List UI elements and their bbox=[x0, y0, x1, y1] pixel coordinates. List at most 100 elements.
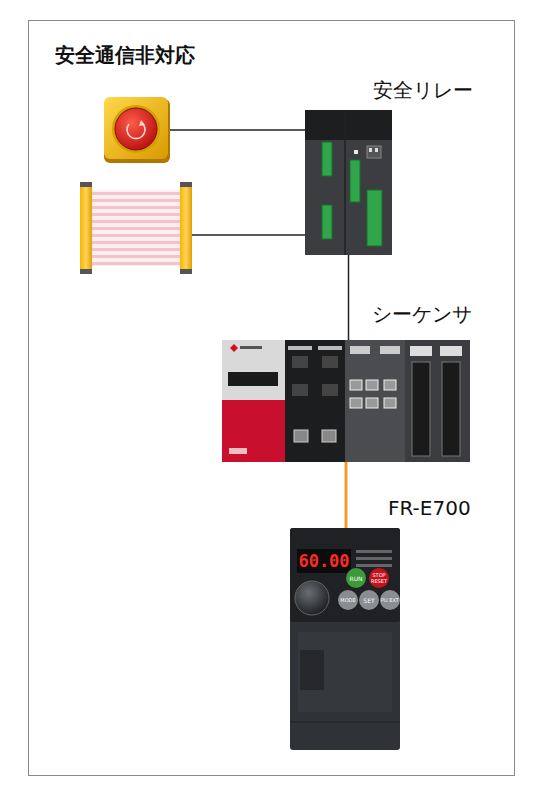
plc-box: シーケンサ bbox=[222, 340, 470, 462]
safety-relay-module bbox=[305, 110, 392, 255]
plc-unit-part bbox=[294, 430, 308, 442]
connection-line bbox=[348, 255, 350, 340]
safety-relay-module-part bbox=[350, 160, 360, 202]
plc-unit-part bbox=[322, 430, 336, 442]
plc-unit-part bbox=[322, 356, 338, 368]
light-curtain-part bbox=[180, 269, 192, 274]
emergency-stop-button-part bbox=[112, 105, 160, 153]
safety-relay-module-part bbox=[367, 146, 381, 158]
display-readout: 60.00 bbox=[297, 549, 351, 573]
light-curtain-part bbox=[92, 248, 180, 251]
light-curtain-part bbox=[92, 255, 180, 258]
light-curtain-part bbox=[92, 213, 180, 216]
plc-unit-part bbox=[384, 380, 396, 390]
safety-relay-module-part bbox=[322, 205, 332, 239]
light-curtain-part bbox=[92, 199, 180, 202]
button-label: PU EXT bbox=[380, 590, 400, 610]
connection-line bbox=[345, 462, 348, 528]
plc-unit-part bbox=[222, 340, 470, 462]
light-curtain-part bbox=[92, 234, 180, 237]
plc-unit-part bbox=[384, 398, 396, 408]
plc-unit-part bbox=[322, 384, 338, 396]
plc-unit-part bbox=[229, 448, 247, 454]
emergency-stop-button-part bbox=[127, 124, 145, 139]
inverter-body bbox=[290, 528, 400, 750]
plc-unit-part bbox=[442, 362, 460, 456]
inverter-body-part bbox=[297, 549, 351, 573]
safety-relay-module-part bbox=[305, 110, 392, 140]
button-label: MODE bbox=[338, 590, 358, 610]
light-curtain-part bbox=[80, 182, 92, 274]
light-curtain-part bbox=[92, 227, 180, 230]
plc-unit-part bbox=[230, 344, 238, 352]
safety-relay-module-part bbox=[354, 150, 358, 154]
light-curtain-part bbox=[180, 182, 192, 274]
inverter-body-part bbox=[356, 564, 392, 567]
device-label: FR-E700 bbox=[388, 496, 471, 520]
frame-border-part bbox=[29, 21, 515, 776]
button-label: SET bbox=[359, 590, 379, 610]
wire-part bbox=[168, 129, 305, 131]
inverter-body-part bbox=[300, 650, 324, 690]
inverter-body-part bbox=[338, 590, 358, 610]
plc-unit-part bbox=[345, 340, 405, 462]
inverter-body-part bbox=[295, 581, 329, 615]
emergency-stop-button-part bbox=[139, 120, 145, 126]
light-curtain-part bbox=[80, 269, 92, 274]
inverter-body-part bbox=[290, 528, 400, 750]
emergency-stop-button-part bbox=[115, 108, 157, 150]
safety-relay-module-part bbox=[344, 110, 346, 255]
plc-unit-part bbox=[366, 398, 378, 408]
inverter-body-part bbox=[290, 528, 400, 622]
light-curtain-part bbox=[92, 241, 180, 244]
inverter-body-part bbox=[380, 590, 400, 610]
plc-unit-part bbox=[222, 400, 285, 462]
plc-unit-part bbox=[366, 380, 378, 390]
light-curtain-part bbox=[80, 182, 92, 187]
inverter-body-part bbox=[298, 632, 392, 712]
plc-unit-part bbox=[292, 356, 308, 368]
safety-relay-module-part bbox=[369, 148, 372, 152]
inverter-body-part bbox=[290, 722, 400, 723]
plc-unit-part bbox=[350, 380, 362, 390]
plc-unit-part bbox=[410, 346, 432, 356]
plc-unit-part bbox=[222, 340, 285, 400]
light-curtain-part bbox=[92, 206, 180, 209]
plc-unit-part bbox=[228, 372, 278, 386]
inverter-body-part bbox=[369, 568, 389, 588]
button-label: STOP RESET bbox=[368, 568, 390, 588]
inverter-body-part bbox=[356, 557, 392, 560]
plc-unit-part bbox=[412, 362, 430, 456]
safety-relay-module-part bbox=[375, 148, 378, 152]
plc-unit-part bbox=[318, 346, 342, 350]
plc-unit-part bbox=[285, 340, 345, 462]
plc-unit-part bbox=[440, 346, 462, 356]
plc-unit-part bbox=[350, 346, 370, 354]
plc-unit-part bbox=[288, 346, 312, 350]
light-curtain-part bbox=[180, 182, 192, 187]
plc-unit bbox=[222, 340, 470, 462]
plc-unit-part bbox=[380, 346, 400, 354]
plc-unit-part bbox=[405, 340, 470, 462]
light-curtain-part bbox=[92, 220, 180, 223]
safety-relay-box: 安全リレー bbox=[305, 110, 392, 255]
inverter-body-part bbox=[356, 550, 392, 553]
emergency-stop-button bbox=[104, 97, 170, 163]
light-curtain-part bbox=[92, 262, 180, 265]
frame-border bbox=[29, 21, 515, 776]
safety-relay-module-part bbox=[367, 190, 382, 246]
safety-relay-module-part bbox=[305, 110, 392, 255]
device-label: シーケンサ bbox=[372, 302, 472, 326]
diagram-title: 安全通信非対応 bbox=[55, 42, 195, 68]
light-curtain bbox=[80, 182, 192, 274]
safety-relay-module-part bbox=[322, 142, 332, 176]
emergency-stop-button-part bbox=[104, 97, 168, 159]
device-label: 安全リレー bbox=[373, 78, 473, 102]
plc-unit-part bbox=[240, 346, 262, 349]
plc-unit-part bbox=[350, 398, 362, 408]
light-curtain-part bbox=[92, 190, 180, 266]
button-label: RUN bbox=[346, 568, 366, 588]
